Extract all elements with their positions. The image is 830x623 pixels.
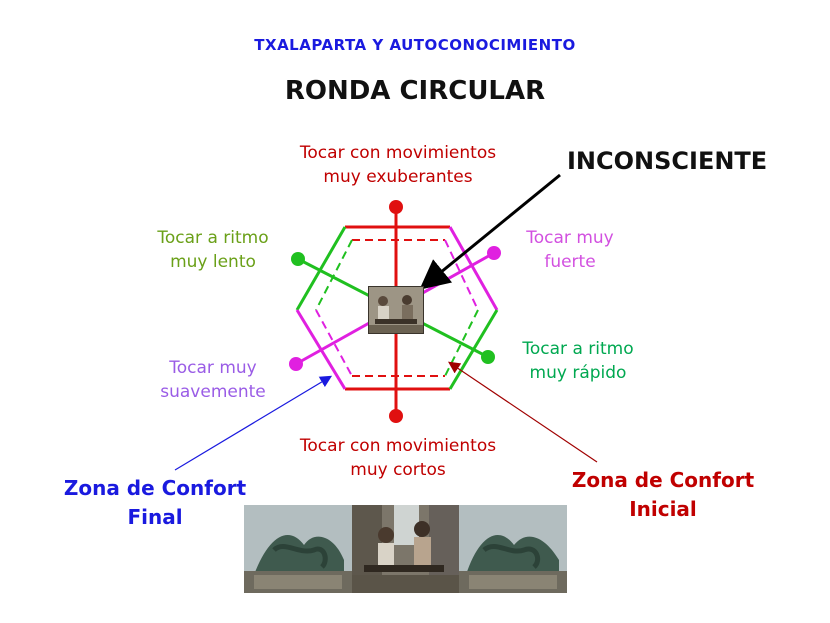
label-bottom-line-1: Tocar con movimientos [299,436,497,456]
inner-hex-upper-left-edge [315,239,353,311]
label-lower-left: Tocar muy suavemente [140,356,286,404]
label-upper-right-line-1: Tocar muy [526,228,614,248]
center-players-photo [368,286,424,334]
zona-inicial-line-2: Inicial [629,497,697,521]
zona-inicial-arrow [448,361,598,463]
zona-confort-inicial: Zona de Confort Inicial [556,466,770,524]
inconsciente-label: INCONSCIENTE [567,147,768,175]
label-top-line-2: muy exuberantes [323,167,473,187]
page-header: TXALAPARTA Y AUTOCONOCIMIENTO [254,36,576,54]
zona-final-line-2: Final [127,505,183,529]
label-top-line-1: Tocar con movimientos [299,143,497,163]
label-lower-left-line-1: Tocar muy [169,358,257,378]
lower-left-axis-dot [289,357,303,371]
label-bottom-line-2: muy cortos [350,460,446,480]
bottom-axis-dot [389,409,403,423]
zona-confort-final: Zona de Confort Final [50,474,260,532]
label-upper-left-line-2: muy lento [170,252,256,272]
label-upper-left-line-1: Tocar a ritmo [157,228,269,248]
lower-right-axis-dot [481,350,495,364]
zona-final-line-1: Zona de Confort [63,476,247,500]
outer-hex-upper-left-edge [295,226,347,311]
label-bottom: Tocar con movimientos muy cortos [270,434,526,482]
upper-right-axis-dot [487,246,501,260]
label-upper-left: Tocar a ritmo muy lento [140,226,286,274]
inconsciente-arrow [419,173,561,290]
label-lower-right: Tocar a ritmo muy rápido [500,337,656,385]
label-lower-right-line-1: Tocar a ritmo [522,339,634,359]
label-upper-right: Tocar muy fuerte [500,226,640,274]
top-axis-dot [389,200,403,214]
bottom-photo-strip [244,505,567,593]
label-lower-right-line-2: muy rápido [529,363,627,383]
outer-hex-upper-right-edge [448,226,499,311]
zona-final-arrow [174,375,333,471]
label-lower-left-line-2: suavemente [160,382,266,402]
page-title: RONDA CIRCULAR [284,76,546,106]
inner-hex-upper-right-edge [444,239,479,311]
zona-inicial-line-1: Zona de Confort [571,468,755,492]
upper-left-axis-dot [291,252,305,266]
label-upper-right-line-2: fuerte [544,252,596,272]
label-top: Tocar con movimientos muy exuberantes [270,141,526,189]
